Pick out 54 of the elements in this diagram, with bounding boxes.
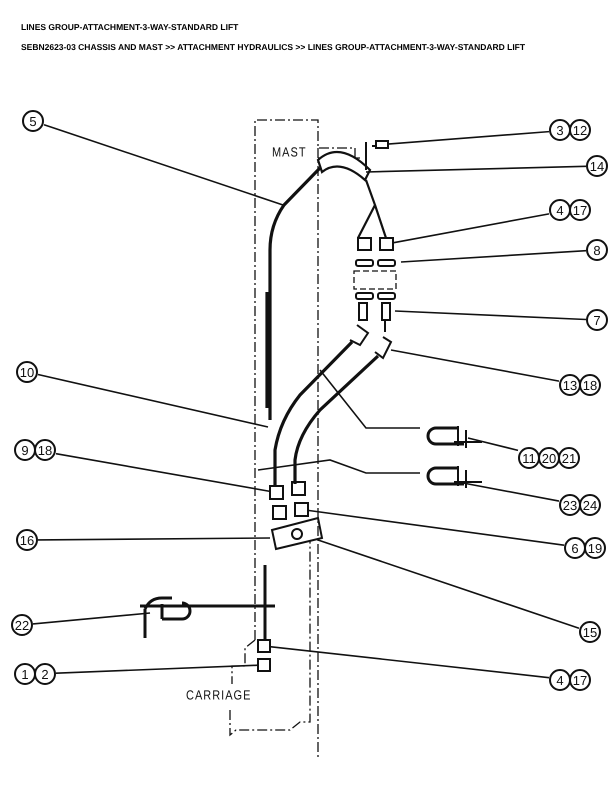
- leader-line: [56, 664, 258, 674]
- callout-number: 11: [518, 447, 540, 469]
- callout-number: 13: [559, 374, 581, 396]
- fitting: [379, 237, 394, 251]
- leader-line: [32, 612, 150, 625]
- callout-number: 4: [549, 669, 571, 691]
- leader-line: [270, 646, 550, 678]
- callout-number: 18: [34, 439, 56, 461]
- callout-number: 17: [569, 199, 591, 221]
- callout-number: 8: [586, 239, 608, 261]
- callout-number: 20: [538, 447, 560, 469]
- fitting: [375, 140, 389, 149]
- leader-line: [318, 539, 580, 630]
- leader-line: [44, 124, 284, 206]
- callout-number: 4: [549, 199, 571, 221]
- leader-line: [388, 130, 550, 145]
- part-label: MAST: [272, 146, 307, 160]
- callout-number: 14: [586, 155, 608, 177]
- callout-number: 10: [16, 361, 38, 383]
- fitting: [294, 502, 309, 517]
- callout-number: 1: [14, 663, 36, 685]
- callout-number: 15: [579, 621, 601, 643]
- callout-number: 9: [14, 439, 36, 461]
- leader-line: [38, 374, 268, 428]
- page-title: LINES GROUP-ATTACHMENT-3-WAY-STANDARD LIFT: [21, 22, 238, 32]
- leader-line: [308, 510, 564, 546]
- leader-line: [462, 482, 560, 502]
- callout-number: 18: [579, 374, 601, 396]
- leader-line: [400, 250, 586, 263]
- callout-number: 16: [16, 529, 38, 551]
- callout-number: 12: [569, 119, 591, 141]
- breadcrumb: SEBN2623-03 CHASSIS AND MAST >> ATTACHMENT HYDRAULICS >> LINES GROUP-ATTACHMENT-3-WAY-STANDARD LIFT: [21, 42, 526, 52]
- leader-line: [366, 165, 586, 173]
- leader-line: [390, 349, 560, 382]
- fitting: [269, 485, 284, 500]
- fitting: [257, 639, 271, 653]
- leader-line: [56, 452, 270, 492]
- callout-number: 23: [559, 494, 581, 516]
- callout-number: 6: [564, 537, 586, 559]
- part-label: CARRIAGE: [186, 688, 252, 704]
- callout-number: 22: [11, 614, 33, 636]
- leader-line: [394, 310, 586, 320]
- callout-number: 17: [569, 669, 591, 691]
- leader-line: [468, 437, 518, 452]
- callout-number: 3: [549, 119, 571, 141]
- fitting: [257, 658, 271, 672]
- callout-number: 21: [558, 447, 580, 469]
- callout-number: 7: [586, 309, 608, 331]
- leader-line: [392, 213, 550, 244]
- callout-number: 24: [579, 494, 601, 516]
- callout-number: 2: [34, 663, 56, 685]
- leader-line: [38, 537, 270, 541]
- callout-number: 19: [584, 537, 606, 559]
- callout-number: 5: [22, 110, 44, 132]
